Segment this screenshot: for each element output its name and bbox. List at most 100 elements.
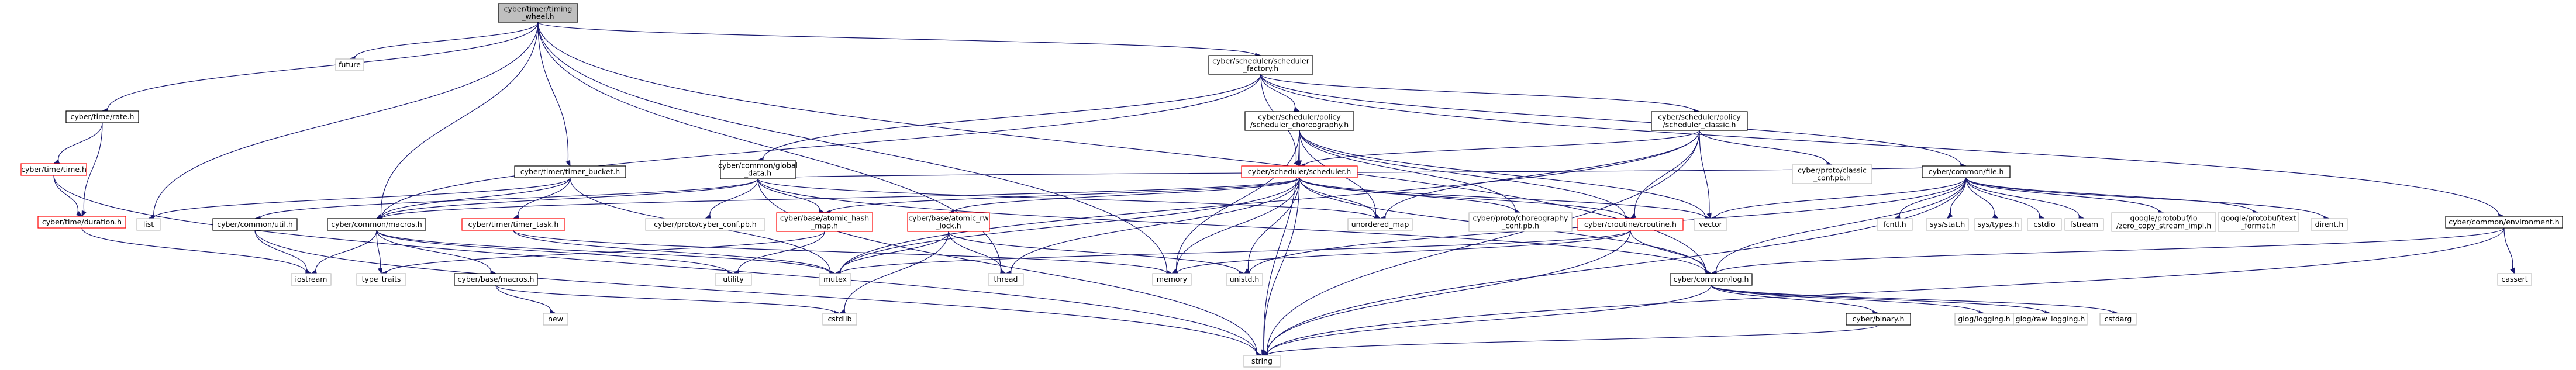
node-list: list [136, 218, 161, 231]
node-box [822, 313, 857, 326]
node-rate[interactable]: cyber/time/rate.h [65, 110, 139, 123]
node-arw[interactable]: cyber/base/atomic_rw_lock.h [907, 212, 990, 232]
node-routine[interactable]: cyber/croutine/croutine.h [1577, 218, 1684, 231]
edge-log-to-binary [1711, 285, 1880, 316]
edge-line [948, 231, 1002, 272]
edge-line [1715, 177, 1967, 219]
edge-routine-to-memory [1171, 230, 1631, 276]
node-global[interactable]: cyber/common/global_data.h [718, 160, 798, 179]
edge-line [53, 175, 1257, 355]
node-label: vector [1699, 220, 1723, 229]
node-box [1651, 111, 1748, 131]
node-basemacros[interactable]: cyber/base/macros.h [454, 273, 538, 286]
edge-line [840, 230, 1631, 274]
node-binary[interactable]: cyber/binary.h [1846, 313, 1911, 326]
edge-classic-to-string [1261, 130, 1700, 357]
edge-rate-to-duration [81, 122, 103, 217]
node-new: new [543, 313, 568, 326]
edge-line [1965, 177, 2159, 213]
node-macros[interactable]: cyber/common/macros.h [327, 218, 426, 231]
node-label: _data.h [744, 169, 771, 178]
node-label: _factory.h [1243, 64, 1278, 73]
node-label: cyber/proto/cyber_conf.pb.h [654, 220, 756, 229]
node-box [776, 212, 873, 232]
edge-line [1260, 74, 2499, 216]
edge-line [495, 285, 835, 314]
node-duration[interactable]: cyber/time/duration.h [37, 216, 126, 229]
edge-global-to-ahash [757, 178, 826, 214]
edge-classic-to-routine [1629, 130, 1700, 219]
edge-line [1299, 177, 1375, 217]
edge-line [1965, 177, 1995, 216]
node-tw[interactable]: cyber/timer/timing_wheel.h [498, 3, 578, 23]
edge-line [1260, 74, 1296, 110]
edge-line [381, 178, 758, 219]
node-label: glog/raw_logging.h [2016, 314, 2085, 323]
edge-line [1299, 177, 1706, 219]
node-dirent: dirent.h [2311, 218, 2348, 231]
node-label: fcntl.h [1883, 220, 1906, 229]
node-systypes: sys/types.h [1974, 218, 2022, 231]
node-util[interactable]: cyber/common/util.h [212, 218, 298, 231]
node-box [454, 273, 538, 286]
edge-line [1299, 177, 1626, 219]
edge-sf-to-file [1260, 74, 1967, 168]
node-box [2111, 212, 2216, 232]
node-chor[interactable]: cyber/scheduler/policy/scheduler_choreog… [1244, 111, 1354, 131]
node-thread: thread [988, 273, 1024, 286]
node-sf[interactable]: cyber/scheduler/scheduler_factory.h [1208, 55, 1313, 75]
node-label: cyber/croutine/croutine.h [1584, 220, 1677, 229]
node-label: _format.h [2240, 222, 2276, 230]
node-label: cyber/time/rate.h [71, 112, 135, 121]
edge-line [1899, 177, 1967, 217]
edge-classic-to-vector [1699, 130, 1712, 220]
edge-tw-to-rate [101, 22, 539, 113]
node-box [327, 218, 426, 231]
node-env[interactable]: cyber/common/environment.h [2445, 216, 2563, 229]
node-label: sys/types.h [1978, 220, 2019, 229]
arrowhead-icon [1992, 213, 1999, 219]
edge-line [513, 230, 830, 274]
node-fstream: fstream [2064, 218, 2104, 231]
node-box [715, 273, 752, 286]
node-label: cyber/proto/choreography [1473, 214, 1568, 223]
node-label: cyber/common/log.h [1674, 275, 1749, 283]
node-box [645, 218, 765, 231]
node-label: list [143, 220, 154, 229]
node-label: type_traits [362, 275, 401, 283]
node-ahash[interactable]: cyber/base/atomic_hash_map.h [776, 212, 873, 232]
node-tbucket[interactable]: cyber/timer/timer_bucket.h [514, 165, 626, 178]
node-box [356, 273, 406, 286]
node-label: sys/stat.h [1930, 220, 1965, 229]
node-classic[interactable]: cyber/scheduler/policy/scheduler_classic… [1651, 111, 1748, 131]
node-log[interactable]: cyber/common/log.h [1670, 273, 1753, 286]
edge-sf-to-env [1260, 74, 2505, 219]
edge-sf-to-global [757, 74, 1261, 162]
node-ttask[interactable]: cyber/timer/timer_task.h [461, 218, 565, 231]
node-box [65, 110, 139, 123]
node-box [212, 218, 298, 231]
edge-line [1267, 285, 1712, 355]
node-box [1468, 212, 1573, 232]
node-glog: glog/logging.h [1954, 313, 2014, 326]
edge-file-to-fcntl [1894, 177, 1967, 220]
edge-basemacros-to-cstdlib [495, 285, 841, 316]
node-label: dirent.h [2315, 220, 2344, 229]
edge-line [1965, 177, 2080, 218]
edge-log-to-string [1261, 285, 1712, 358]
node-timeh[interactable]: cyber/time/time.h [20, 163, 87, 176]
edge-line [354, 22, 539, 59]
node-label: cyber/common/file.h [1929, 167, 2004, 176]
node-label: fstream [2070, 220, 2098, 229]
arrowhead-icon [75, 210, 83, 217]
node-file[interactable]: cyber/common/file.h [1922, 165, 2011, 178]
node-label: cyber/time/duration.h [42, 217, 122, 226]
node-box [514, 165, 626, 178]
node-box [2064, 218, 2104, 231]
node-sched[interactable]: cyber/scheduler/scheduler.h [1241, 165, 1358, 178]
node-cyberconf: cyber/proto/cyber_conf.pb.h [645, 218, 765, 231]
edge-line [1267, 324, 1879, 356]
node-box [1243, 355, 1281, 368]
